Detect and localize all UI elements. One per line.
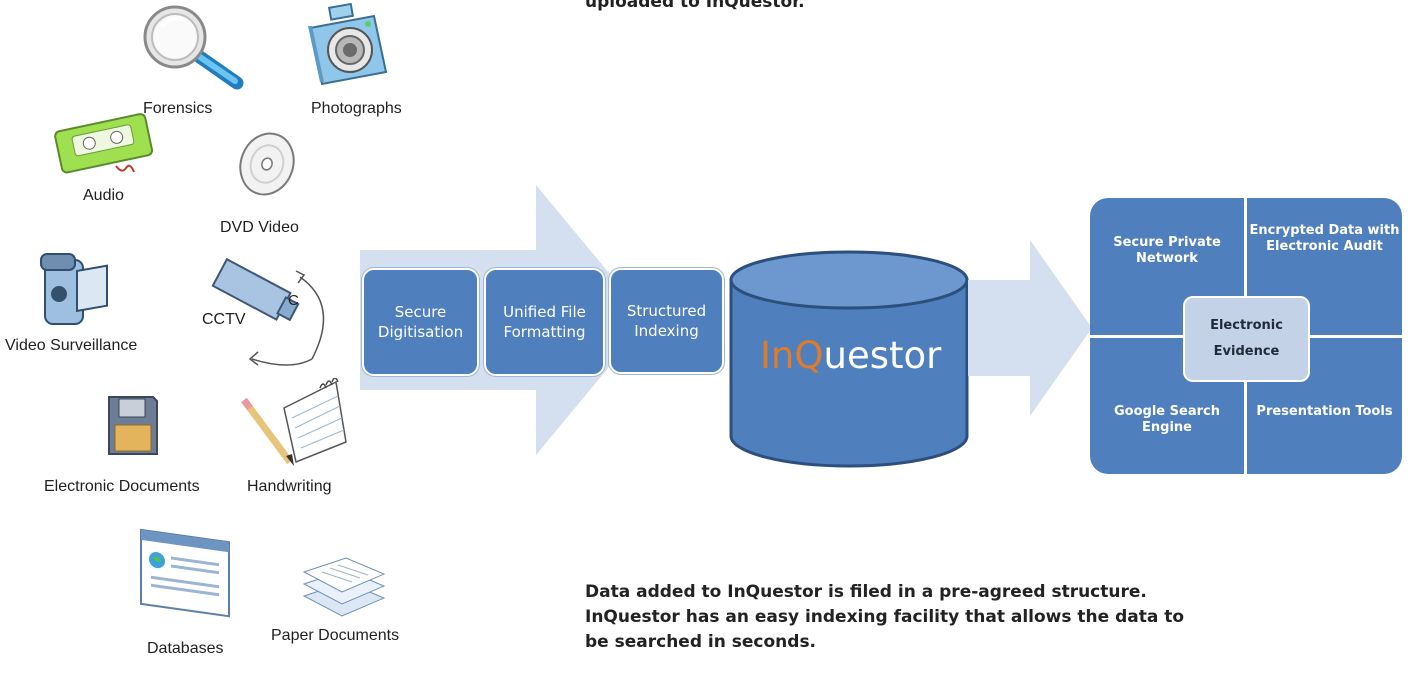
browser-window-icon [140, 528, 230, 618]
database-label-in: In [760, 334, 795, 377]
feature-secure-private-network: Secure Private Network [1113, 235, 1221, 266]
feature-google-search-engine: Google Search Engine [1114, 404, 1220, 435]
source-label-databases: Databases [147, 640, 224, 657]
output-arrow [968, 240, 1092, 416]
notepad-pencil-icon [241, 378, 347, 466]
feature-presentation-tools: Presentation Tools [1256, 404, 1393, 419]
svg-text:C: C [288, 292, 299, 309]
database-label-rest: uestor [823, 334, 942, 377]
feature-encrypted-data: Encrypted Data with Electronic Audit [1249, 223, 1400, 254]
source-label-forensics: Forensics [143, 100, 213, 117]
database-cylinder [729, 250, 969, 468]
source-label-electronic-documents: Electronic Documents [44, 478, 200, 495]
step-unified-file-formatting: Unified File Formatting [484, 268, 605, 376]
paper-stack-icon [302, 557, 386, 617]
electronic-evidence-line1: Electronic [1210, 318, 1283, 333]
source-label-dvd-video: DVD Video [220, 219, 299, 236]
source-label-audio: Audio [83, 187, 124, 204]
disc-icon [239, 132, 295, 196]
bottom-caption: Data added to InQuestor is filed in a pr… [585, 582, 1185, 652]
step-structured-indexing: Structured Indexing [609, 268, 724, 374]
source-label-paper-documents: Paper Documents [271, 627, 400, 644]
electronic-evidence-line2: Evidence [1213, 344, 1280, 359]
source-label-cctv: CCTV [202, 311, 246, 328]
database-label-q: Q [794, 334, 824, 377]
electronic-evidence-box: Electronic Evidence [1183, 296, 1310, 382]
camcorder-icon [40, 253, 108, 325]
database-label: InQuestor [760, 334, 942, 377]
top-caption: uploaded to InQuestor. [585, 0, 805, 12]
camera-icon [308, 2, 388, 86]
step-secure-digitisation: Secure Digitisation [362, 268, 479, 376]
source-label-handwriting: Handwriting [247, 478, 332, 495]
source-label-photographs: Photographs [311, 100, 402, 117]
cassette-icon [54, 113, 154, 174]
feature-grid: Secure Private Network Encrypted Data wi… [1090, 198, 1402, 474]
source-label-video-surveillance: Video Surveillance [5, 337, 138, 354]
cctv-camera-icon: C [211, 257, 325, 366]
magnifier-icon [143, 5, 244, 90]
floppy-disk-icon [108, 396, 158, 455]
